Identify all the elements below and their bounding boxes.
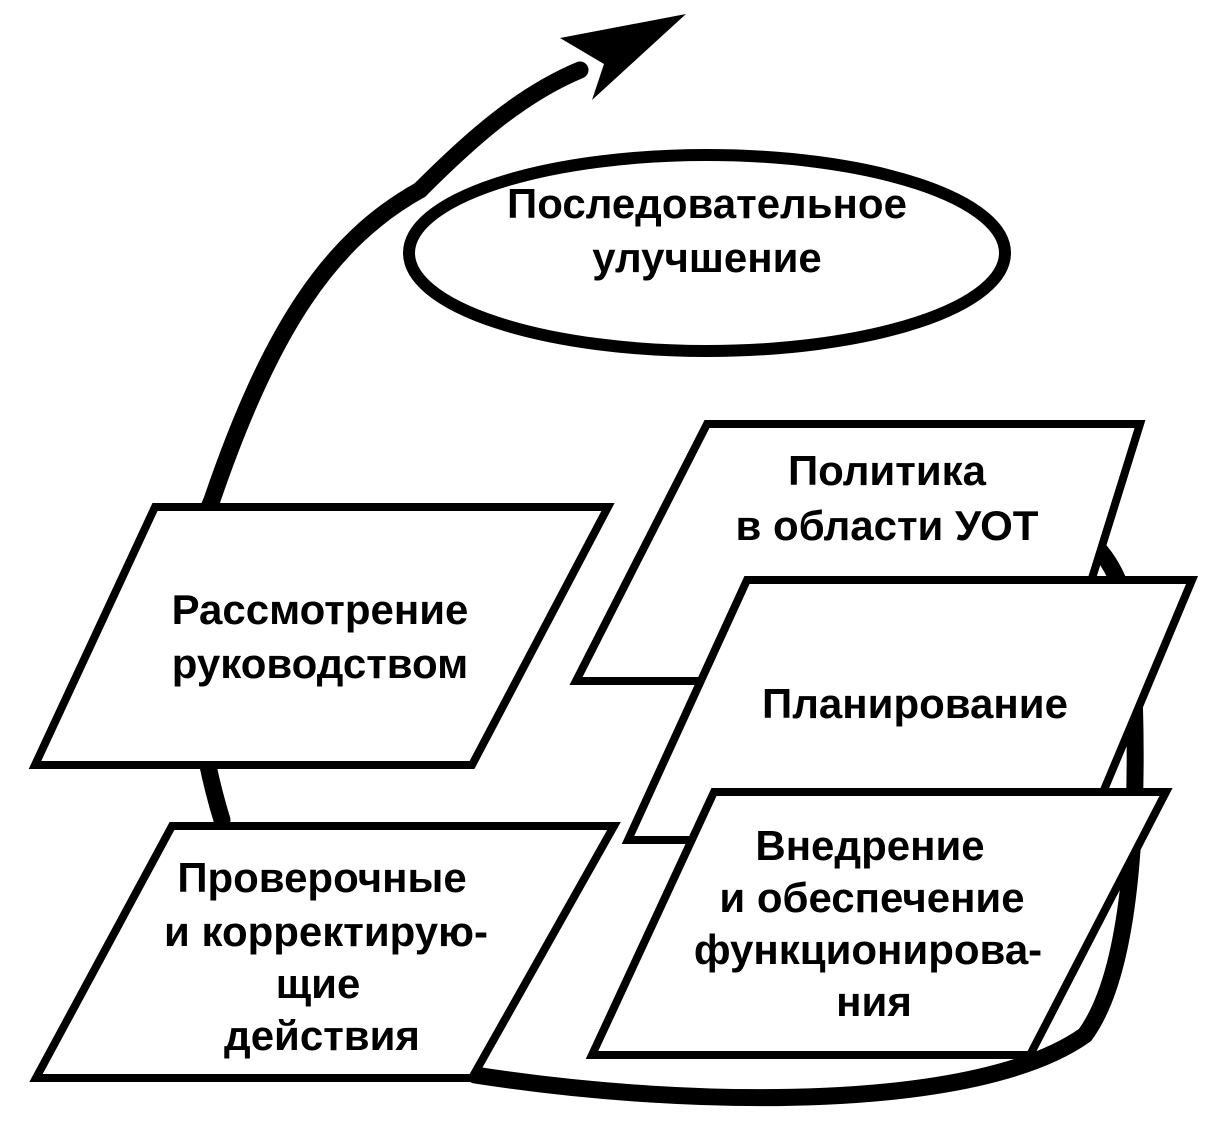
box-rassmotrenie-line-1: Рассмотрение (172, 586, 469, 633)
box-rassmotrenie-line-2: руководством (172, 640, 468, 687)
box-politika-line-2: в области УОТ (736, 502, 1039, 549)
ellipse-label-line-2: улучшение (592, 234, 822, 281)
cycle-loop-spiral (411, 61, 589, 199)
box-vnedrenie-line-2: и обеспечение (719, 874, 1024, 921)
box-vnedrenie (585, 788, 1173, 1059)
box-planirovanie-line-1: Планирование (762, 680, 1068, 727)
box-proverochnye-line-2: и корректирую- (164, 908, 488, 955)
box-vnedrenie-line-4: ния (836, 978, 912, 1025)
box-proverochnye-line-3: щие (276, 960, 361, 1007)
cycle-arrow-head (560, 14, 686, 100)
box-politika-line-1: Политика (788, 447, 987, 494)
box-proverochnye-line-4: действия (224, 1012, 420, 1059)
box-proverochnye-line-1: Проверочные (177, 854, 466, 901)
continuous-improvement-ellipse (403, 149, 1011, 357)
ellipse-label-line-1: Последовательное (507, 180, 907, 227)
box-proverochnye (29, 822, 621, 1082)
box-vnedrenie-line-1: Внедрение (755, 822, 984, 869)
box-rassmotrenie (28, 503, 615, 769)
box-vnedrenie-line-3: функционирова- (694, 926, 1042, 973)
